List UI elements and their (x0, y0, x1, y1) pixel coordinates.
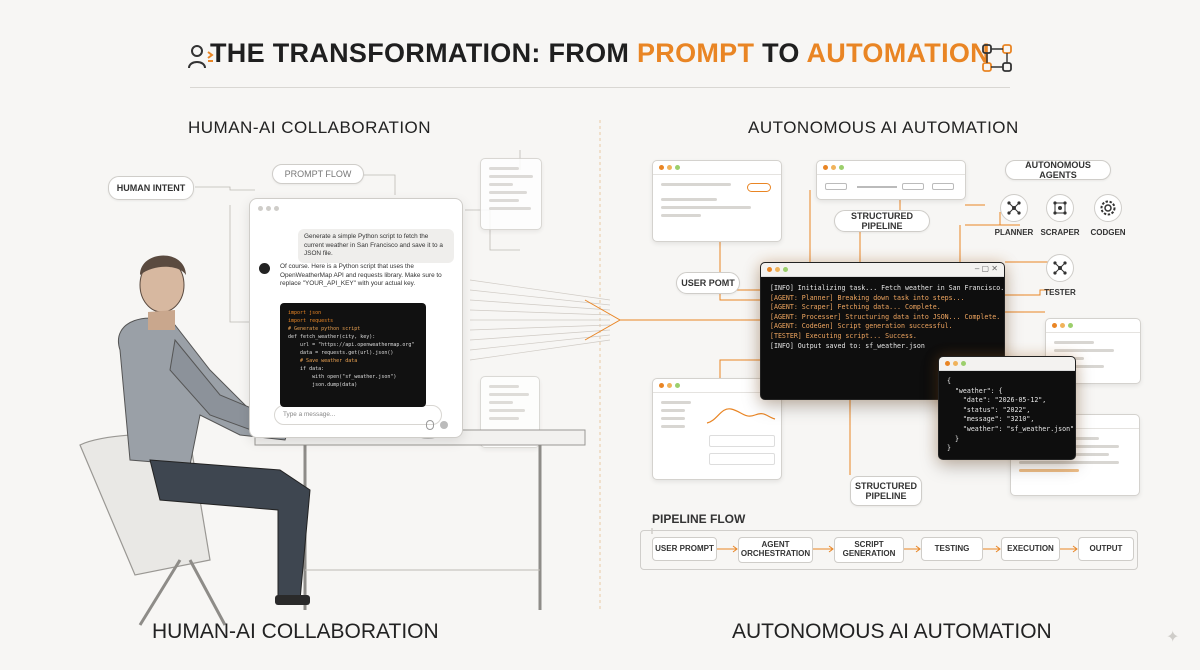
scraper-agent-icon (1046, 194, 1074, 222)
page-title: THE TRANSFORMATION: FROM PROMPT TO AUTOM… (210, 38, 990, 68)
code-line: url = "https://api.openweathermap.org" (288, 342, 415, 348)
pipeline-step: EXECUTION (1001, 537, 1060, 561)
pipeline-step: OUTPUT (1078, 537, 1134, 561)
json-line: "weather": { (947, 386, 1003, 395)
form-window (652, 160, 782, 242)
assistant-avatar (259, 263, 270, 274)
pipeline-window (816, 160, 966, 200)
right-footer-label: AUTONOMOUS AI AUTOMATION (732, 620, 1052, 643)
send-icon[interactable] (440, 421, 448, 429)
mic-icon[interactable] (426, 420, 434, 430)
terminal-line: [TESTER] Executing script... Success. (770, 331, 917, 340)
pipeline-step: USER PROMPT (652, 537, 717, 561)
sparkle-icon: ✦ (1166, 629, 1180, 646)
autonomous-agents-pill: AUTONOMOUS AGENTS (1005, 160, 1111, 180)
terminal-line: [INFO] Initializing task... Fetch weathe… (770, 284, 1005, 292)
user-message-bubble: Generate a simple Python script to fetch… (298, 229, 454, 263)
code-line: import requests (288, 318, 334, 324)
codegen-gear-icon (1094, 194, 1122, 222)
right-section-heading: AUTONOMOUS AI AUTOMATION (748, 118, 1019, 137)
json-line: "weather": "sf_weather.json" (947, 424, 1075, 433)
human-intent-pill: HUMAN INTENT (108, 176, 194, 200)
terminal-line: [AGENT: CodeGen] Script generation succe… (770, 322, 953, 331)
scraper-agent-label: SCRAPER (1040, 228, 1080, 237)
json-line: } (947, 444, 951, 453)
terminal-line: [AGENT: Planner] Breaking down task into… (770, 293, 965, 302)
chat-input-placeholder: Type a message... (283, 411, 336, 418)
person-flow-icon (186, 42, 216, 72)
workflow-icon (980, 42, 1016, 74)
structured-pipeline-bottom-pill: STRUCTURED PIPELINE (850, 476, 922, 506)
codegen-agent-label: CODGEN (1090, 228, 1126, 237)
code-line: def fetch_weather(city, key): (288, 334, 376, 340)
code-snippet-window (480, 158, 542, 230)
window-controls (258, 206, 279, 211)
title-divider (190, 87, 1010, 88)
pipeline-step: TESTING (921, 537, 983, 561)
code-line: data = requests.get(url).json() (288, 350, 394, 356)
planner-agent-icon (1000, 194, 1028, 222)
left-section-heading: HUMAN-AI COLLABORATION (188, 118, 432, 137)
pipeline-step: AGENT ORCHESTRATION (738, 537, 813, 563)
code-line: import json (288, 310, 322, 316)
assistant-reply: Of course. Here is a Python script that … (280, 263, 442, 287)
prompt-flow-pill: PROMPT FLOW (272, 164, 364, 184)
code-line: json.dump(data) (288, 382, 358, 388)
terminal-line: [AGENT: Processer] Structuring data into… (770, 312, 1001, 321)
tester-agent-label: TESTER (1044, 288, 1076, 297)
user-prompt-pill: USER POMT (676, 272, 740, 294)
json-line: "date": "2026-05-12", (947, 396, 1047, 405)
code-line: # Save weather data (288, 358, 358, 364)
chat-input[interactable]: Type a message... (274, 405, 442, 425)
json-line: { (947, 377, 951, 385)
code-block: import json import requests # Generate p… (280, 303, 426, 407)
json-line: "status": "2022", (947, 405, 1031, 414)
pipeline-step: SCRIPT GENERATION (834, 537, 904, 563)
tester-agent-icon (1046, 254, 1074, 282)
structured-pipeline-pill: STRUCTURED PIPELINE (834, 210, 930, 232)
pipeline-flow-label: PIPELINE FLOW (652, 512, 746, 526)
json-output-window: { "weather": { "date": "2026-05-12", "st… (938, 356, 1076, 460)
json-line: "message": "3210", (947, 415, 1035, 424)
pipeline-flow-box (640, 530, 1138, 570)
code-line: with open("sf_weather.json") (288, 374, 397, 380)
json-line: } (947, 434, 959, 443)
dashboard-window (652, 378, 782, 480)
code-line: # Generate python script (288, 326, 361, 332)
terminal-line: [AGENT: Scraper] Fetching data... Comple… (770, 303, 941, 312)
planner-agent-label: PLANNER (994, 228, 1034, 237)
terminal-line: [INFO] Output saved to: sf_weather.json (770, 341, 925, 350)
left-footer-label: HUMAN-AI COLLABORATION (152, 620, 439, 643)
code-line: if data: (288, 366, 325, 372)
